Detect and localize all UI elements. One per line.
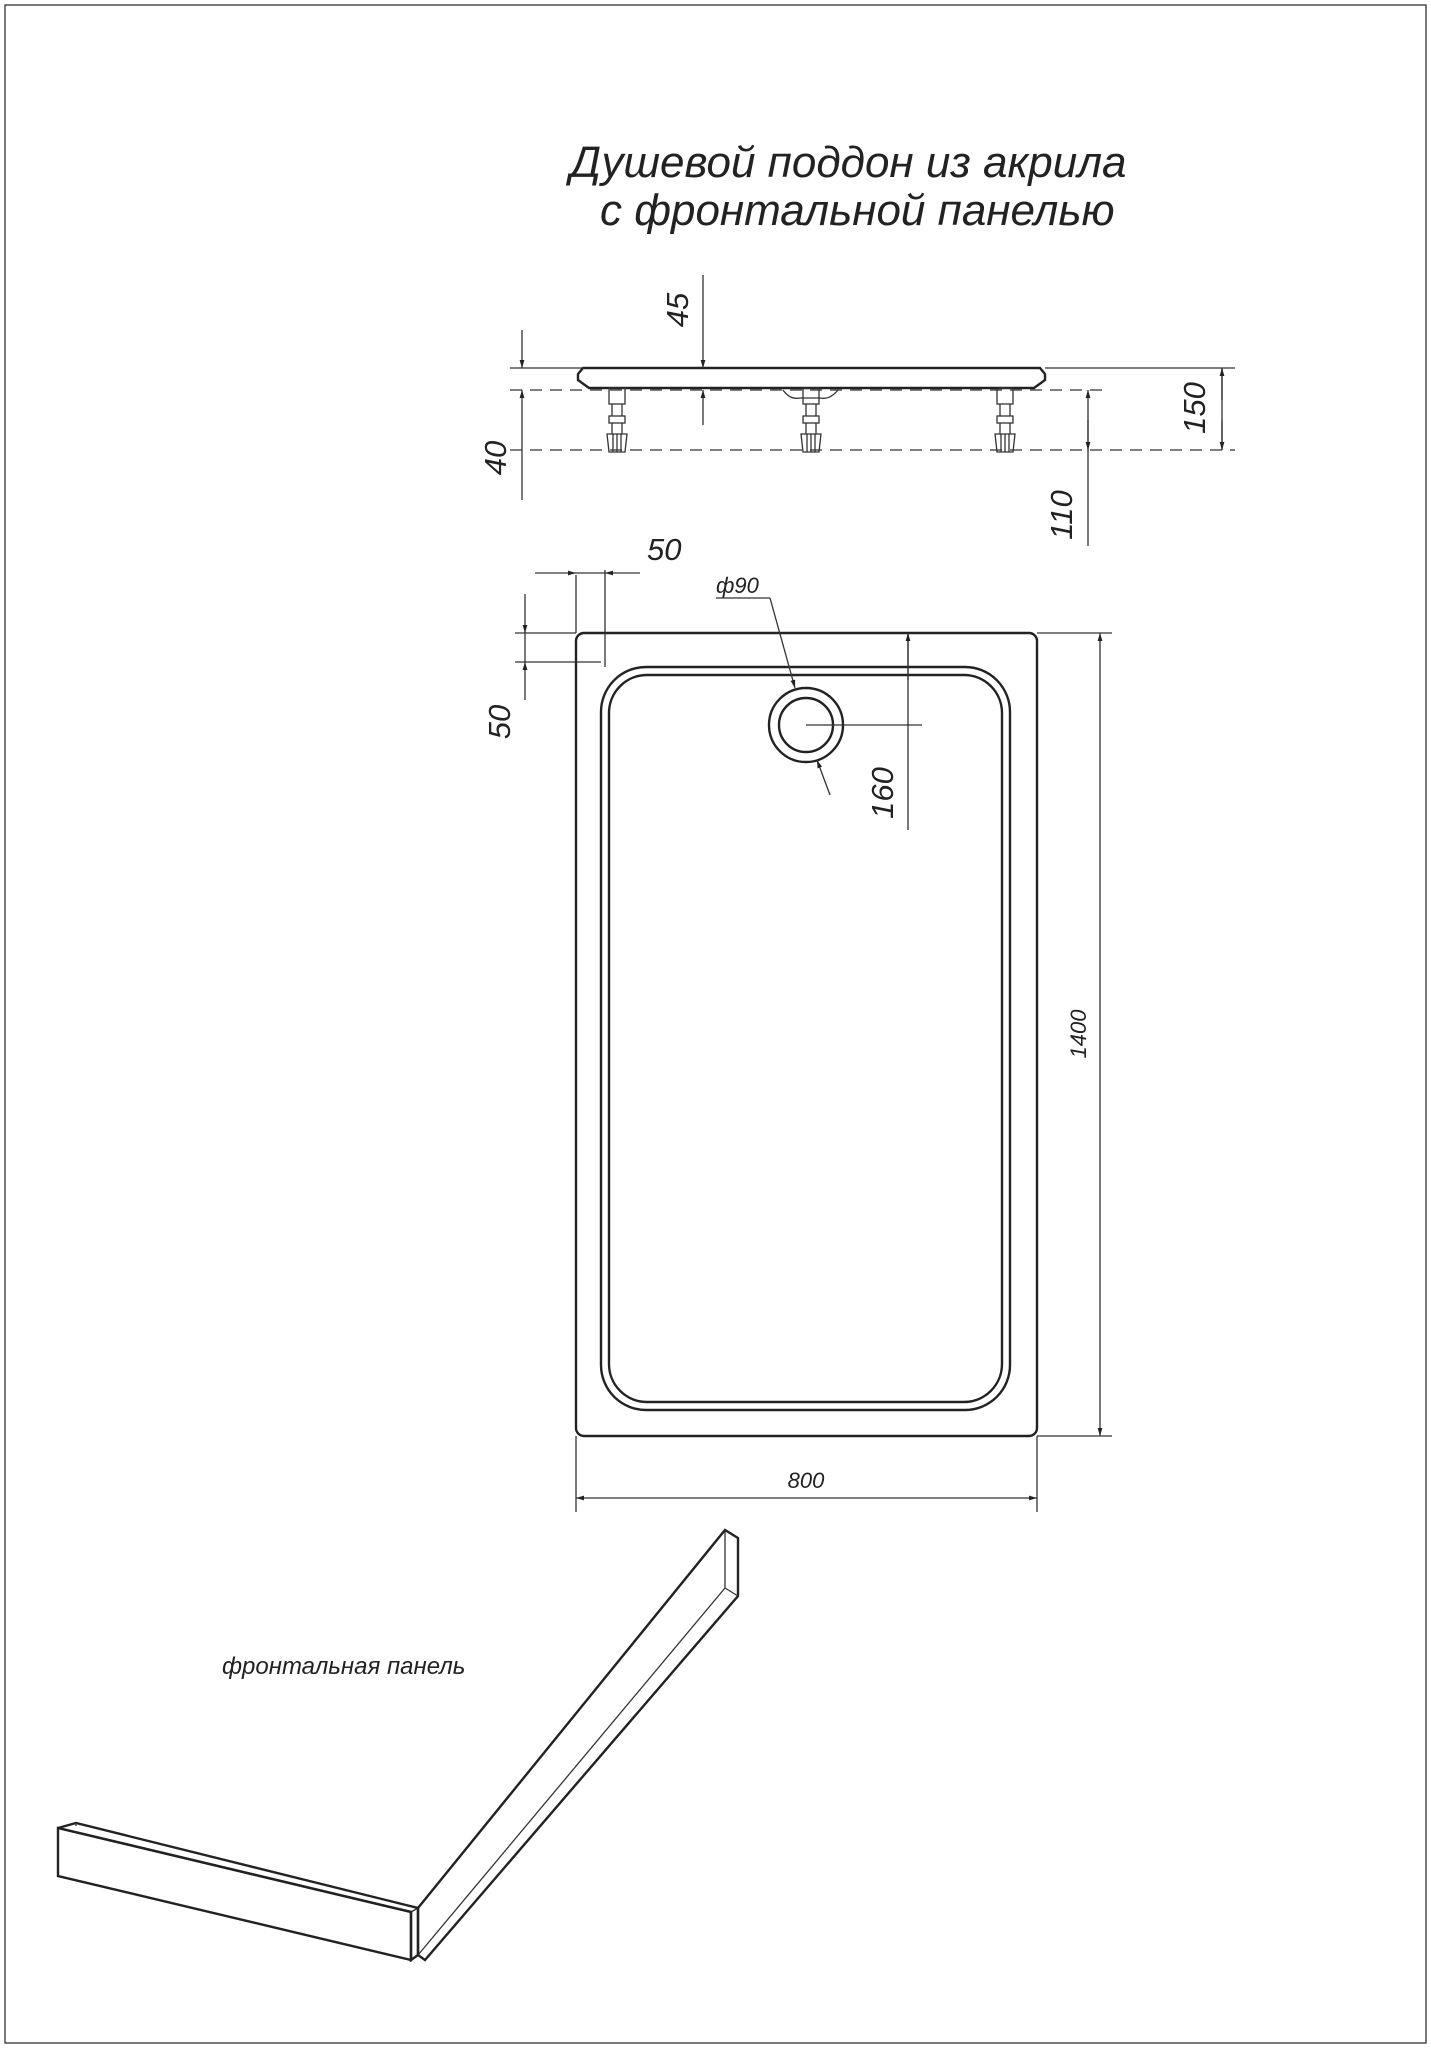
panel-short-arm-face [56, 1826, 413, 1962]
dim-width-label: 800 [788, 1468, 825, 1493]
dim-leg-clearance: 40 [478, 330, 525, 500]
dim-leg-height-label: 110 [1044, 490, 1079, 539]
side-view: 45 40 150 110 [478, 275, 1235, 546]
dim-rim-height: 45 [660, 275, 706, 425]
dim-length: 1400 [1066, 633, 1103, 1436]
drawing-title: Душевой поддон из акрила с фронтальной п… [565, 138, 1127, 235]
tray-basin-inner [607, 673, 1004, 1404]
dim-length-label: 1400 [1066, 1009, 1091, 1059]
dim-left-offset: 50 [535, 532, 681, 576]
dim-leg-height: 110 [1044, 390, 1091, 546]
support-leg [994, 387, 1016, 453]
dim-top-offset-label: 50 [482, 705, 517, 739]
dim-width: 800 [576, 1468, 1037, 1501]
support-leg [606, 387, 628, 453]
drain-bump [782, 389, 839, 399]
dim-total-height-label: 150 [1177, 382, 1212, 434]
panel-long-arm [416, 1528, 740, 1962]
dim-leg-clearance-label: 40 [478, 441, 513, 475]
support-leg [800, 387, 822, 453]
dim-drain-diameter-label: ф90 [716, 573, 760, 598]
title-line-1: Душевой поддон из акрила [565, 138, 1127, 187]
tray-side-profile [576, 366, 1047, 390]
title-line-2: с фронтальной панелью [600, 186, 1115, 235]
sheet-frame [4, 4, 1427, 2044]
dim-left-offset-label: 50 [647, 532, 681, 567]
dim-drain-diameter: ф90 [716, 573, 831, 796]
tray-basin-outer [599, 665, 1012, 1412]
dim-drain-offset: 160 [865, 633, 911, 830]
dim-total-height: 150 [1177, 368, 1225, 450]
top-view: 50 50 ф90 160 1400 [482, 532, 1112, 1512]
dim-rim-height-label: 45 [660, 292, 695, 327]
panel-short-arm [57, 1821, 420, 1963]
dim-drain-offset-label: 160 [865, 767, 900, 819]
dim-top-offset: 50 [482, 594, 528, 739]
front-panel-label: фронтальная панель [222, 1653, 465, 1680]
tray-outer-outline [574, 631, 1039, 1438]
front-panel: фронтальная панель [56, 1528, 740, 1963]
